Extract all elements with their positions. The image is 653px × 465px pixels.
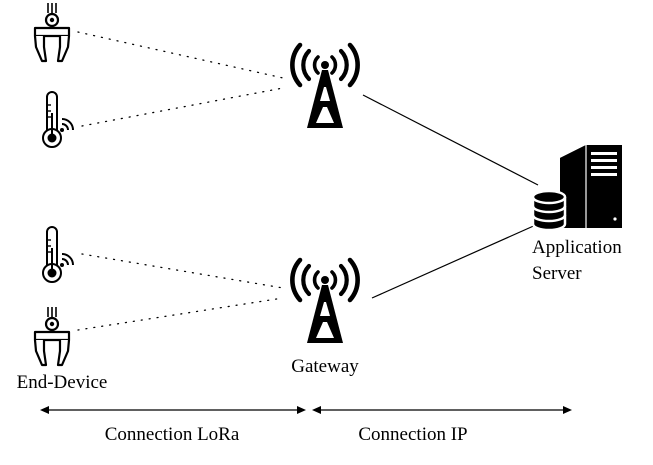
- actuator-icon-bottom: [33, 305, 71, 367]
- ip-links: [362, 94, 539, 299]
- ip-link-gateway-2: [371, 223, 539, 299]
- thermometer-icon-bottom: [42, 226, 74, 283]
- gateway-label: Gateway: [291, 356, 359, 377]
- server-label-line1: Application: [532, 237, 622, 258]
- end-device-label: End-Device: [17, 372, 108, 393]
- lora-range-arrow: [40, 406, 306, 414]
- database-icon: [531, 189, 567, 232]
- gateway-tower-icon-bottom: [292, 260, 357, 343]
- server-label-line2: Server: [532, 263, 582, 284]
- ip-link-gateway-1: [362, 94, 539, 186]
- thermometer-icon-top: [42, 91, 74, 148]
- lora-link-actuator-1: [77, 31, 284, 79]
- ip-connection-label: Connection IP: [358, 424, 467, 445]
- gateway-tower-icon-top: [292, 45, 357, 128]
- server-icon: [560, 145, 622, 228]
- lora-link-actuator-2: [77, 297, 284, 331]
- lora-connection-label: Connection LoRa: [105, 424, 240, 445]
- lora-link-sensor-1: [81, 87, 284, 127]
- lora-links: [77, 31, 284, 331]
- lora-link-sensor-2: [81, 253, 284, 289]
- actuator-icon-top: [33, 1, 71, 63]
- ip-range-arrow: [312, 406, 572, 414]
